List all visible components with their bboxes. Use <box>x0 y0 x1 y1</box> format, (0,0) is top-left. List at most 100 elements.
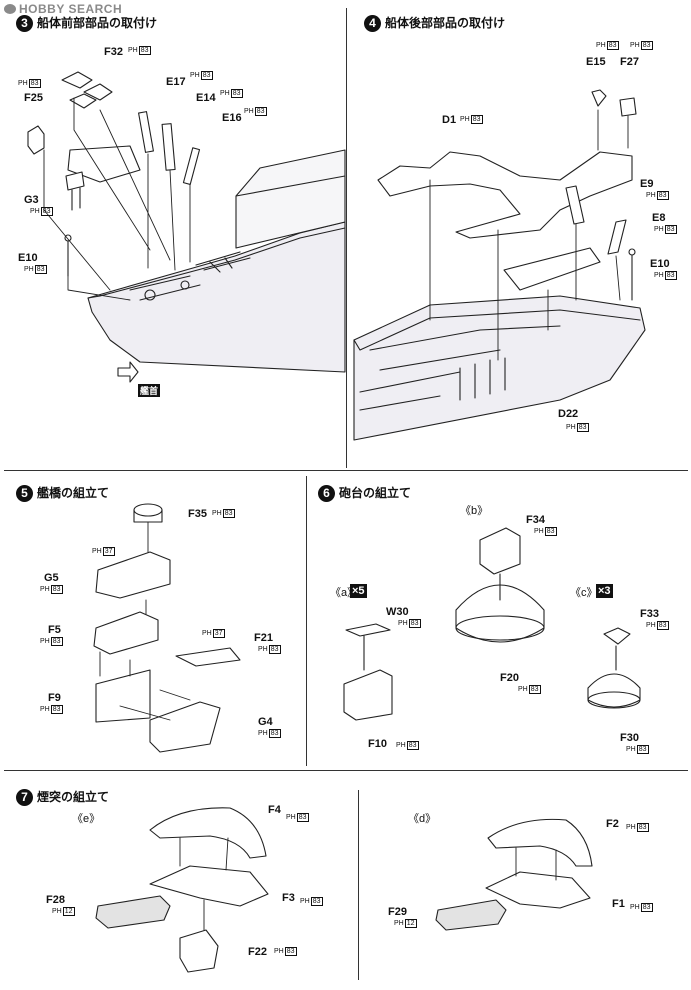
step-6-number: 6 <box>318 485 335 502</box>
bridge-drawing <box>93 503 241 753</box>
part-G3-label: G3 <box>24 194 39 206</box>
part-W30-label: W30 <box>386 606 409 618</box>
part-F21-label: F21 <box>254 632 273 644</box>
part-F2-label: F2 <box>606 818 619 830</box>
part-F9-label: F9 <box>48 692 61 704</box>
sub-assembly-c-label: 《c》 <box>570 587 598 599</box>
part-F4-label: F4 <box>268 804 281 816</box>
divider-horizontal-1 <box>4 470 688 471</box>
bow-direction-label: 艦首 <box>138 384 161 397</box>
part-F5-label: F5 <box>48 624 61 636</box>
part-E10-label: E10 <box>650 258 670 270</box>
part-F33-label: F33 <box>640 608 659 620</box>
hobby-search-watermark: HOBBY SEARCH <box>4 2 122 16</box>
part-F25-label: F25 <box>24 92 43 104</box>
sub-assembly-b-label: 《b》 <box>460 505 489 517</box>
part-E14-label: E14 <box>196 92 216 104</box>
part-F28-label: F28 <box>46 894 65 906</box>
step-7-number: 7 <box>16 789 33 806</box>
hobby-search-logo-icon <box>4 4 16 14</box>
divider-vertical-bottom <box>358 790 359 980</box>
part-F20-label: F20 <box>500 672 519 684</box>
part-F29-label: F29 <box>388 906 407 918</box>
part-E8-label: E8 <box>652 212 666 224</box>
part-E15-label: E15 <box>586 56 606 68</box>
step-4-number: 4 <box>364 15 381 32</box>
part-F35-label: F35 <box>188 508 207 520</box>
part-G5-label: G5 <box>44 572 59 584</box>
sub-assembly-e-label: 《e》 <box>72 813 101 825</box>
part-F30-label: F30 <box>620 732 639 744</box>
part-F1-label: F1 <box>612 898 625 910</box>
step3-parts <box>27 71 201 383</box>
part-F27-label: F27 <box>620 56 639 68</box>
part-F32-label: F32 <box>104 46 123 58</box>
part-E16-label: E16 <box>222 112 242 124</box>
part-E10-label: E10 <box>18 252 38 264</box>
divider-horizontal-2 <box>4 770 688 771</box>
bow-hull-drawing <box>87 149 346 373</box>
sub-assembly-d-label: 《d》 <box>408 813 437 825</box>
part-E9-label: E9 <box>640 178 654 190</box>
part-F34-label: F34 <box>526 514 545 526</box>
step-3-number: 3 <box>16 15 33 32</box>
quantity-x3-badge: ×3 <box>596 584 613 598</box>
part-D1-label: D1 <box>442 114 457 126</box>
part-G4-label: G4 <box>258 716 273 728</box>
part-F22-label: F22 <box>248 946 267 958</box>
part-D22-label: D22 <box>558 408 579 420</box>
part-F3-label: F3 <box>282 892 295 904</box>
part-E17-label: E17 <box>166 76 186 88</box>
funnel-drawing <box>95 807 593 973</box>
divider-vertical-top <box>346 8 347 468</box>
aft-hull-drawing <box>353 89 646 441</box>
quantity-x5-badge: ×5 <box>350 584 367 598</box>
part-F10-label: F10 <box>368 738 387 750</box>
turret-drawing <box>343 527 641 721</box>
divider-vertical-mid <box>306 476 307 766</box>
step-5-number: 5 <box>16 485 33 502</box>
